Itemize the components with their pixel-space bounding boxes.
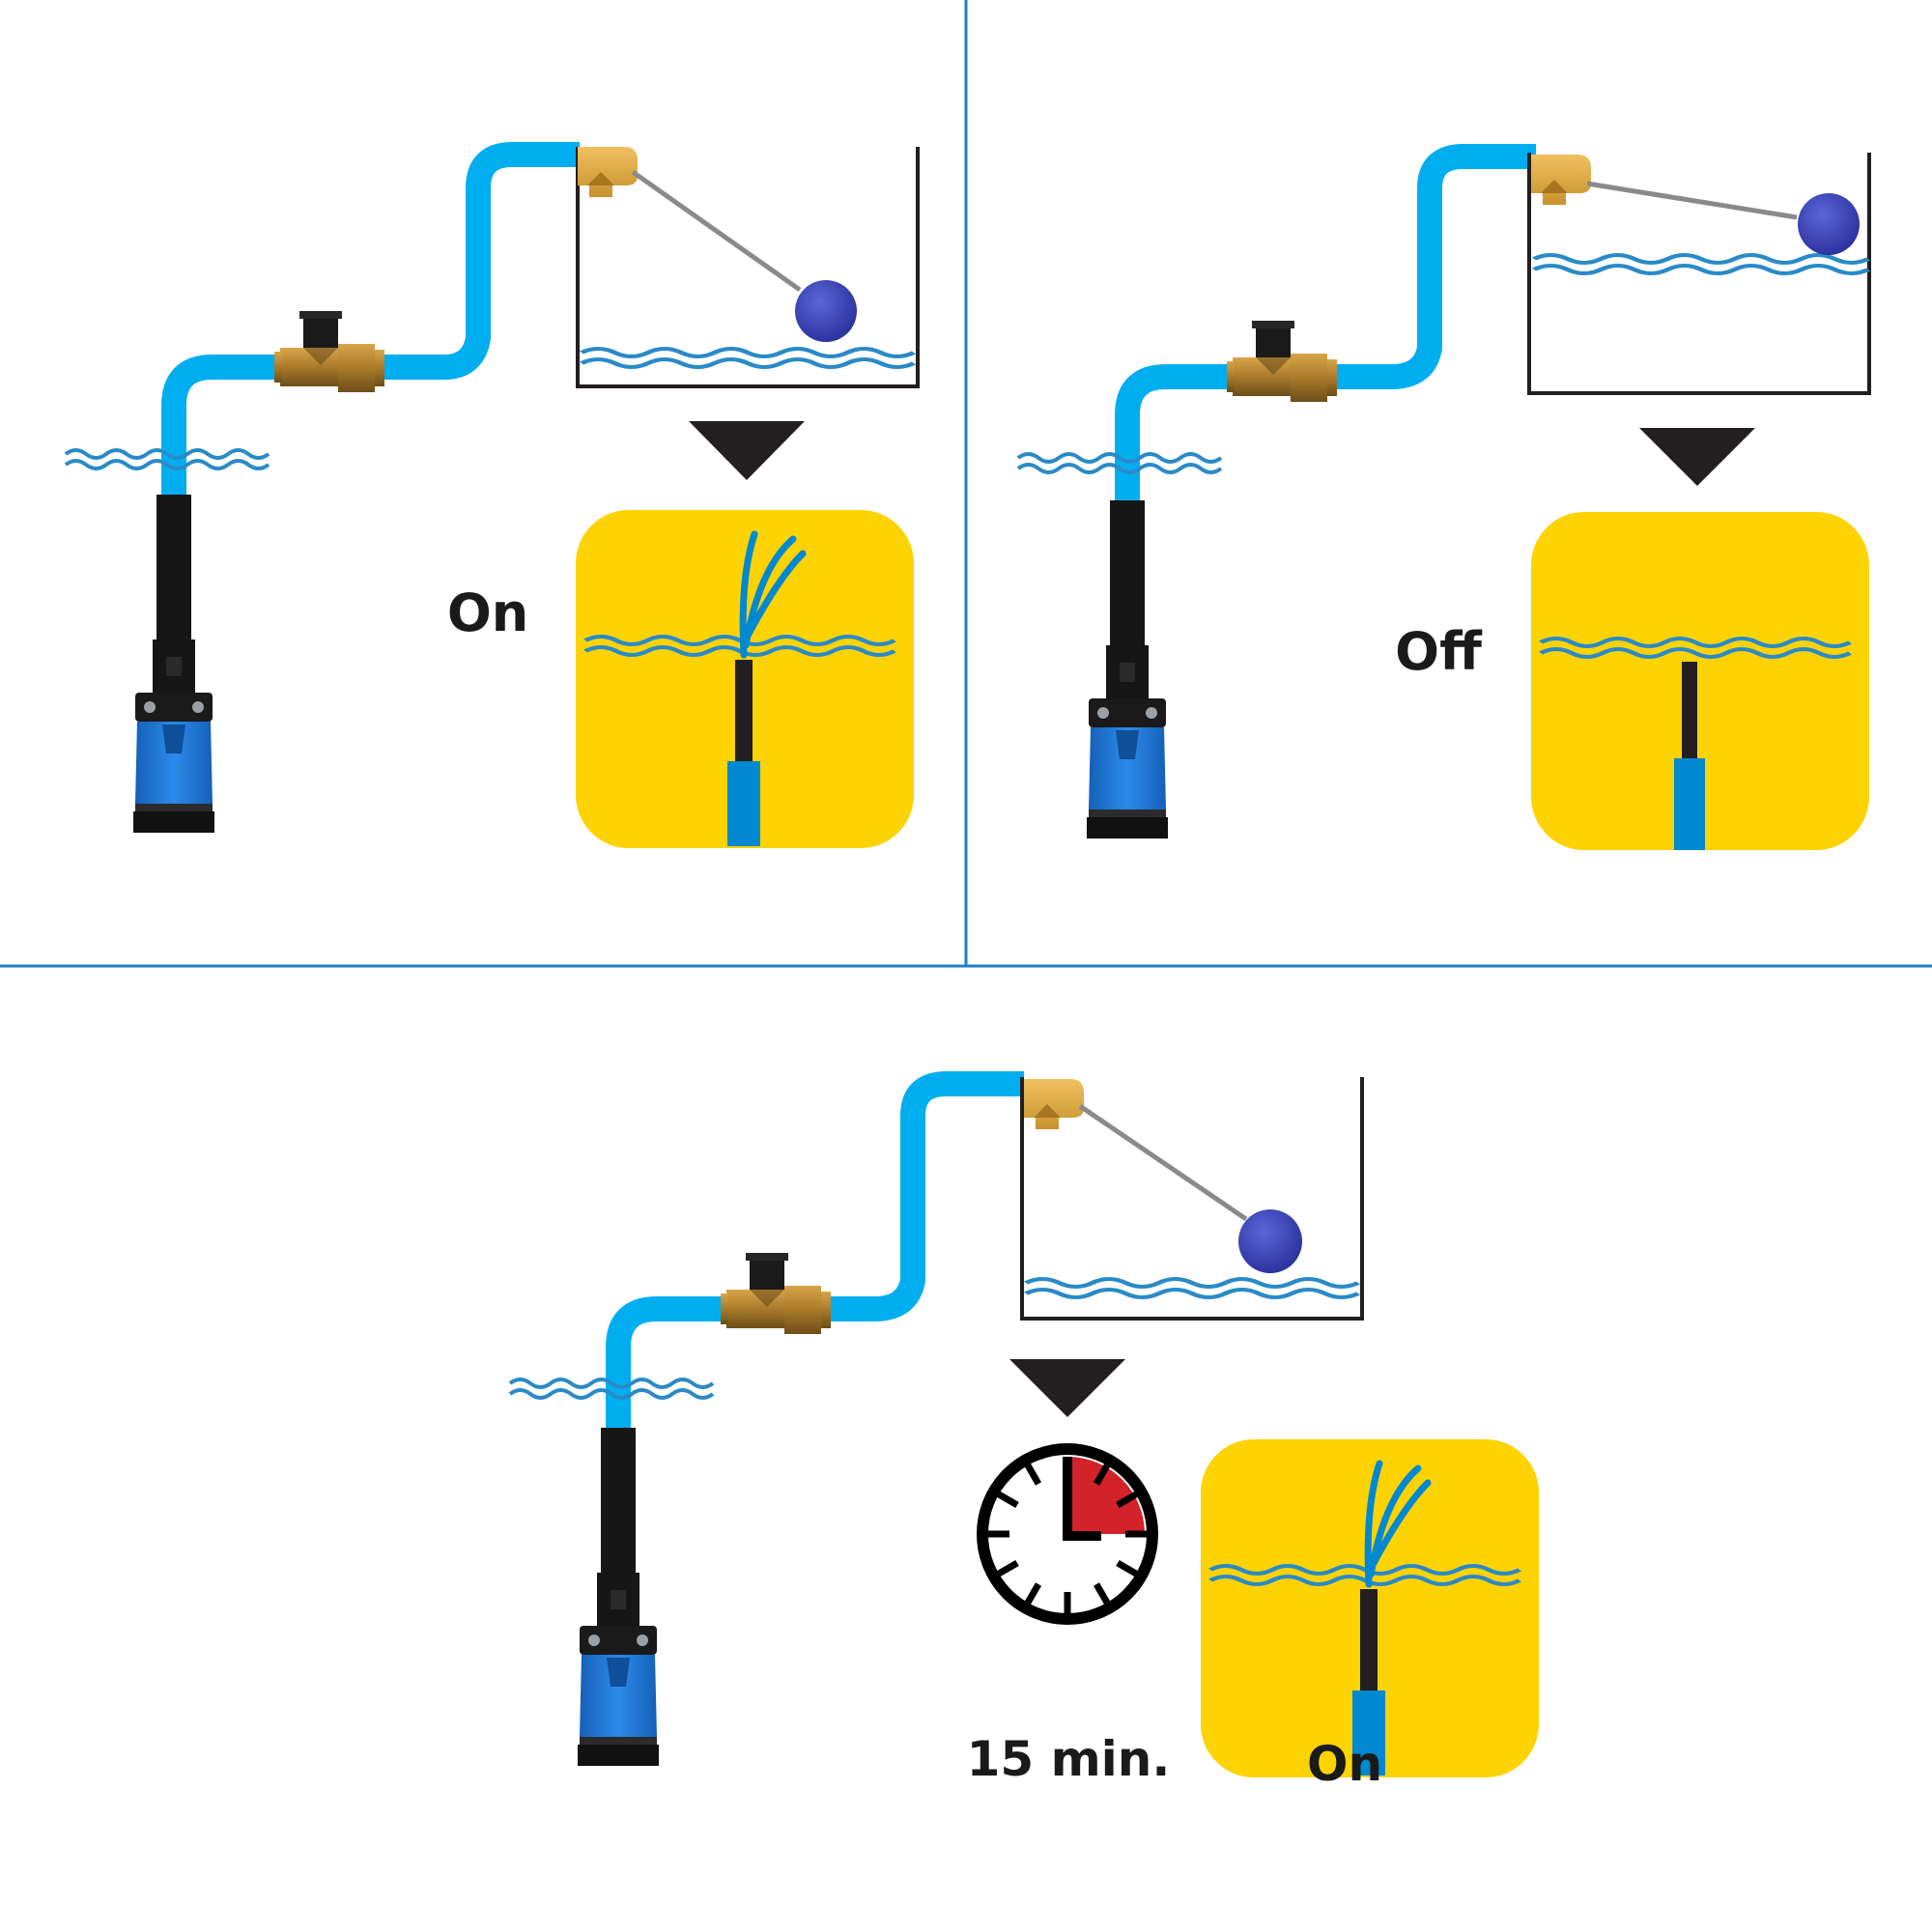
tee-valve bbox=[1227, 321, 1337, 402]
hose bbox=[161, 142, 580, 495]
pump-on-icon bbox=[576, 510, 914, 848]
pump-on-icon bbox=[1201, 1439, 1539, 1777]
hose bbox=[606, 1071, 1024, 1428]
timer-tick bbox=[1024, 1463, 1042, 1486]
panel-3: 15 min. On bbox=[510, 1071, 1539, 1792]
submersible-pump bbox=[578, 1428, 659, 1766]
timer-label: 15 min. bbox=[967, 1731, 1171, 1787]
tee-valve bbox=[721, 1253, 831, 1334]
status-label: On bbox=[447, 582, 528, 643]
tank bbox=[576, 147, 920, 388]
float-valve bbox=[1531, 155, 1591, 205]
float-valve bbox=[578, 147, 638, 197]
status-label: Off bbox=[1395, 621, 1483, 682]
timer-tick bbox=[1024, 1582, 1042, 1605]
timer-tick bbox=[997, 1559, 1019, 1577]
arrow-down-icon bbox=[689, 421, 805, 480]
tank-water-waves bbox=[582, 349, 914, 367]
clock-hands bbox=[1063, 1457, 1101, 1541]
float-ball bbox=[1798, 193, 1860, 255]
float-ball bbox=[1238, 1209, 1302, 1273]
hose bbox=[1115, 144, 1536, 500]
tank bbox=[1527, 153, 1871, 395]
tank-water-waves bbox=[1534, 255, 1868, 273]
panel-2: Off bbox=[1018, 144, 1871, 850]
timer-tick bbox=[997, 1491, 1019, 1509]
timer-elapsed-wedge bbox=[1067, 1457, 1145, 1534]
submersible-pump bbox=[1087, 500, 1168, 838]
status-label: On bbox=[1307, 1736, 1382, 1792]
pump-off-icon bbox=[1531, 512, 1869, 850]
float-valve bbox=[1024, 1079, 1084, 1129]
timer-tick bbox=[1093, 1463, 1111, 1486]
timer-tick bbox=[1116, 1491, 1138, 1509]
float-arm bbox=[1586, 181, 1798, 220]
float-arm bbox=[1078, 1103, 1248, 1222]
timer-ticks bbox=[988, 1463, 1147, 1613]
timer-tick bbox=[1093, 1582, 1111, 1605]
float-ball bbox=[795, 280, 857, 342]
float-arm bbox=[631, 169, 802, 293]
tank-water-waves bbox=[1026, 1279, 1358, 1297]
arrow-down-icon bbox=[1639, 428, 1755, 486]
tank bbox=[1020, 1077, 1364, 1321]
tee-valve bbox=[274, 311, 384, 392]
timer-icon bbox=[977, 1443, 1158, 1625]
submersible-pump bbox=[133, 495, 214, 833]
panel-1: On bbox=[66, 142, 920, 848]
timer-tick bbox=[1116, 1559, 1138, 1577]
arrow-down-icon bbox=[1009, 1359, 1125, 1417]
